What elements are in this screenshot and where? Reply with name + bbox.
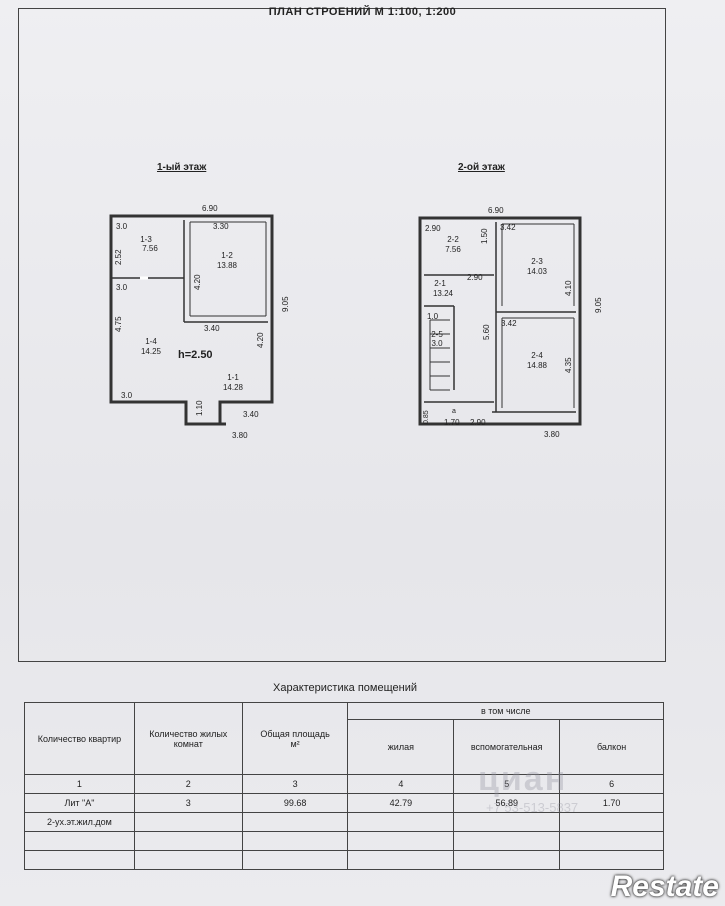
second-floor-plan [418, 216, 582, 426]
first-floor-plan [109, 214, 274, 426]
room-area: 7.56 [142, 244, 158, 253]
dim: 3.42 [501, 319, 517, 328]
table-row [24, 850, 664, 870]
header-unit: м² [290, 738, 300, 749]
room-id: 1-3 [140, 235, 152, 244]
column-number: 2 [133, 774, 243, 794]
second-floor-dimensions: 6.90 2.90 1.50 3.42 2.90 4.10 9.05 3.42 … [423, 206, 603, 439]
dim: 6.90 [488, 206, 504, 215]
room-id: 2-1 [434, 279, 446, 288]
dim: 4.10 [564, 280, 573, 296]
dim: 6.90 [202, 204, 218, 213]
row-label: Лит "А" [24, 793, 135, 813]
dim: 4.20 [256, 332, 265, 348]
column-number: 3 [241, 774, 349, 794]
restate-logo: Restate [610, 870, 719, 903]
row-rooms: 3 [133, 793, 243, 813]
dim: 2.90 [470, 418, 486, 427]
dim: 3.0 [116, 222, 128, 231]
row-total: 99.68 [241, 793, 349, 813]
dim: 2.90 [425, 224, 441, 233]
room-id: 1-1 [227, 373, 239, 382]
second-floor-label: 2-ой этаж [458, 162, 505, 173]
dim: 4.20 [193, 274, 202, 290]
room-id: 2-5 [431, 330, 443, 339]
table-title: Характеристика помещений [273, 682, 417, 694]
dim: 3.80 [544, 430, 560, 439]
header-apartments: Количество квартир [24, 702, 135, 775]
row-label: 2-ух.эт.жил.дом [24, 812, 135, 832]
row-living: 42.79 [347, 793, 455, 813]
dim: 2.90 [467, 273, 483, 282]
column-number: 1 [24, 774, 135, 794]
room-id: 2-3 [531, 257, 543, 266]
header-total-area-text: Общая площадь [260, 728, 330, 739]
dim: 4.35 [564, 357, 573, 373]
cian-watermark: циан [478, 760, 568, 798]
dim: 9.05 [281, 296, 290, 312]
dim: 4.75 [114, 316, 123, 332]
header-rooms: Количество жилых комнат [133, 702, 243, 775]
room-id: a [452, 408, 456, 415]
first-floor-rooms: 1-3 7.56 1-2 13.88 1-4 14.25 1-1 14.28 [140, 235, 243, 392]
dim: 3.42 [500, 223, 516, 232]
header-balcony: балкон [559, 719, 664, 775]
header-including: в том числе [347, 702, 664, 720]
room-id: 1-4 [145, 337, 157, 346]
room-area: 14.03 [527, 267, 548, 276]
floor-plans: 6.90 3.30 3.0 2.52 3.0 4.75 4.20 3.40 4.… [109, 204, 603, 440]
room-area: 14.88 [527, 361, 548, 370]
column-number: 6 [559, 774, 664, 794]
dim: 3.30 [213, 222, 229, 231]
room-area: 14.28 [223, 383, 244, 392]
dim: 5.60 [482, 324, 491, 340]
header-living: жилая [347, 719, 455, 775]
dim: 3.0 [116, 283, 128, 292]
room-characteristics-table: Количество квартир Количество жилых комн… [24, 702, 664, 870]
column-number-row: 1 2 3 4 5 6 [24, 774, 664, 794]
table-row: 2-ух.эт.жил.дом [24, 812, 664, 832]
room-area: 14.25 [141, 347, 162, 356]
room-id: 1-2 [221, 251, 233, 260]
room-area: 13.24 [433, 289, 454, 298]
header-total-area: Общая площадь м² [241, 702, 349, 775]
table-row: Лит "А" 3 99.68 42.79 56.89 1.70 [24, 793, 664, 813]
dim: 3.40 [243, 410, 259, 419]
dim: 3.40 [204, 324, 220, 333]
dim: 2.52 [114, 249, 123, 265]
room-id: 2-2 [447, 235, 459, 244]
second-floor-rooms: 2-2 7.56 2-3 14.03 2-1 13.24 2-5 3.0 2-4… [431, 235, 547, 415]
room-area: 7.56 [445, 245, 461, 254]
drawing-frame [18, 8, 666, 662]
dim: 1.50 [480, 228, 489, 244]
first-floor-label: 1-ый этаж [157, 162, 207, 173]
dim: 3.0 [121, 391, 133, 400]
room-area: 13.88 [217, 261, 238, 270]
dim: 0.85 [423, 410, 430, 424]
dim: 1.10 [195, 400, 204, 416]
column-number: 4 [347, 774, 455, 794]
dim: 3.80 [232, 431, 248, 440]
room-id: 2-4 [531, 351, 543, 360]
dim: 9.05 [594, 297, 603, 313]
plan-title: ПЛАН СТРОЕНИЙ М 1:100, 1:200 [268, 6, 457, 18]
room-area: 3.0 [431, 339, 443, 348]
watermark-phone: +7 53-513-5837 [486, 800, 579, 815]
ceiling-height: h=2.50 [178, 349, 213, 361]
dim: 1.0 [427, 312, 439, 321]
dim: 1.70 [444, 418, 460, 427]
first-floor-dimensions: 6.90 3.30 3.0 2.52 3.0 4.75 4.20 3.40 4.… [114, 204, 290, 440]
table-row [24, 831, 664, 851]
